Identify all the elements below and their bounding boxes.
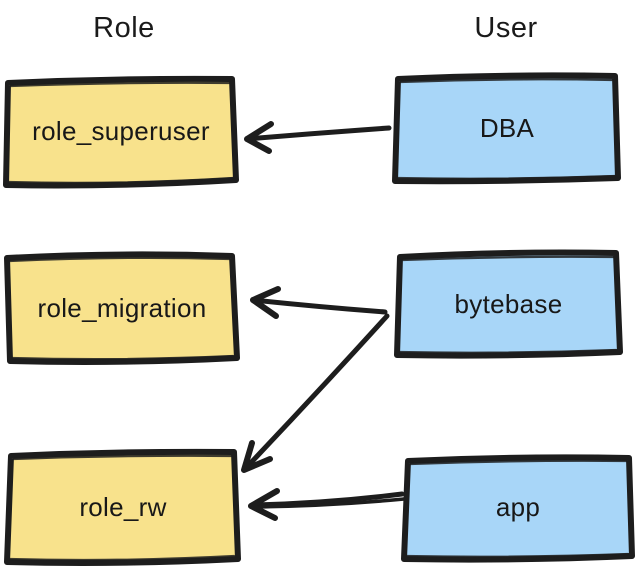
node-box-role-superuser (3, 75, 239, 189)
arrow-bytebase-to-role-migration (250, 286, 388, 319)
column-title-role: Role (93, 12, 155, 44)
column-title-user: User (474, 12, 538, 44)
node-box-role-rw (4, 448, 241, 566)
arrow-app-to-role-rw (248, 488, 406, 521)
node-box-bytebase (394, 249, 623, 359)
node-box-app (401, 454, 635, 563)
arrow-dba-to-role-superuser (244, 121, 392, 154)
node-box-dba (392, 72, 621, 185)
arrow-bytebase-to-role-rw (241, 313, 390, 473)
node-box-role-migration (4, 251, 240, 365)
